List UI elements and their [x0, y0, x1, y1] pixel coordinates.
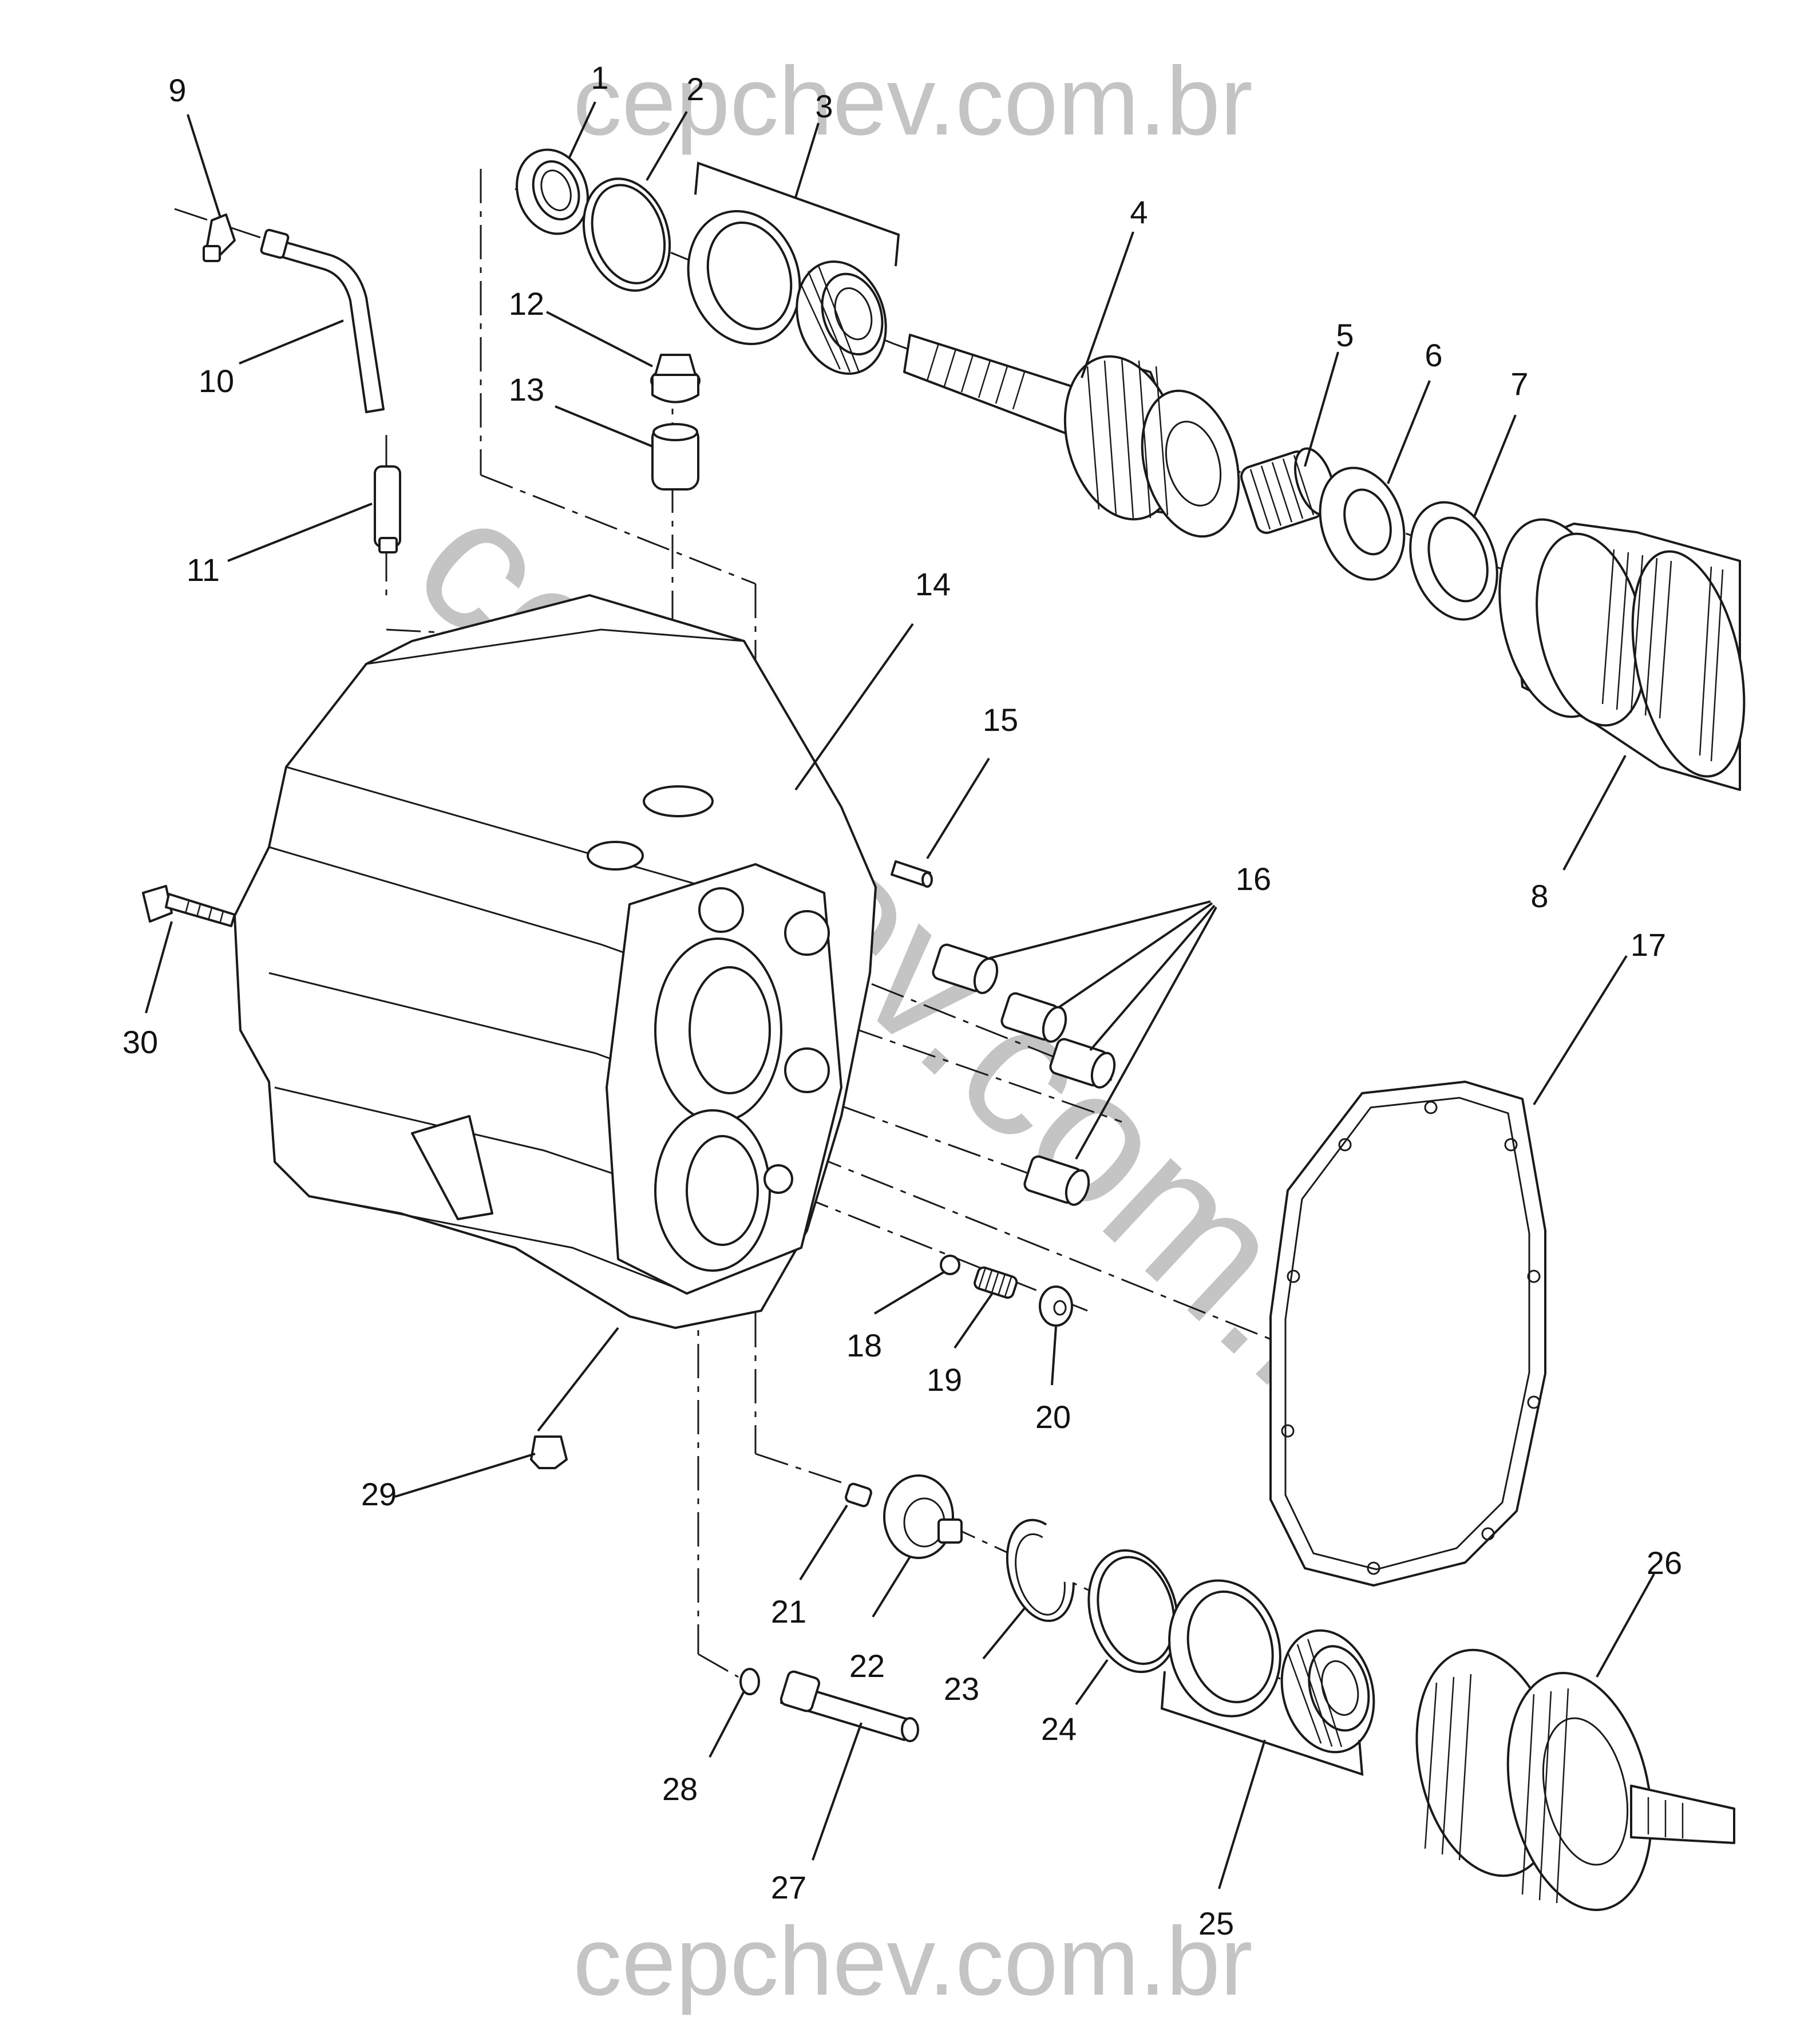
callout-8: 8 [1530, 878, 1548, 914]
part-22-shift-component [883, 1474, 963, 1559]
callout-27: 27 [771, 1869, 806, 1905]
part-23-retaining-ring [1006, 1518, 1075, 1622]
callout-7: 7 [1510, 366, 1528, 402]
callout-2: 2 [686, 71, 704, 107]
callout-16: 16 [1236, 861, 1271, 897]
part-15-pin [891, 860, 933, 888]
part-12-plug [650, 354, 701, 404]
callout-12: 12 [509, 286, 544, 322]
callout-25: 25 [1198, 1905, 1234, 1941]
part-2-snap-ring [582, 177, 671, 292]
callout-3: 3 [815, 88, 833, 124]
part-29-drain-plug [530, 1435, 568, 1469]
callout-9: 9 [168, 72, 186, 108]
callout-24: 24 [1041, 1711, 1077, 1747]
part-3-bearing [687, 209, 887, 375]
part-8-mainshaft-assembly [1498, 518, 1746, 791]
callout-22: 22 [849, 1648, 885, 1684]
part-30-bolt [142, 885, 236, 927]
watermark-bottom: cepchev.com.br [573, 1907, 1252, 2016]
callout-labels: 1 2 3 4 5 6 7 8 9 10 11 12 13 14 15 16 1… [122, 60, 1682, 1941]
part-27-shaft [780, 1670, 919, 1742]
part-6-thrust-washer [1319, 466, 1406, 581]
callout-30: 30 [122, 1024, 158, 1060]
part-11-breather [374, 465, 401, 553]
callout-4: 4 [1130, 194, 1148, 230]
part-21-pin [845, 1482, 872, 1508]
callout-1: 1 [591, 60, 608, 96]
callout-21: 21 [771, 1593, 806, 1629]
part-10-tube [260, 228, 385, 413]
part-24-snap-ring [1087, 1549, 1179, 1674]
callout-13: 13 [509, 371, 544, 408]
callout-20: 20 [1035, 1399, 1071, 1435]
callout-5: 5 [1336, 317, 1354, 353]
callout-10: 10 [199, 363, 234, 399]
callout-11: 11 [187, 552, 220, 588]
callout-15: 15 [983, 702, 1018, 738]
part-18-ball [940, 1255, 960, 1275]
part-13-sleeve [651, 423, 699, 491]
part-16-roller-bearings [932, 943, 1116, 1206]
watermark-top: cepchev.com.br [573, 47, 1252, 156]
part-4-input-shaft [903, 334, 1240, 538]
callout-17: 17 [1631, 927, 1666, 963]
callout-18: 18 [846, 1327, 882, 1363]
part-26-countershaft [1415, 1648, 1735, 1911]
part-14-housing [234, 594, 877, 1329]
callout-28: 28 [662, 1771, 698, 1807]
leader-lines [145, 101, 1655, 1889]
callout-26: 26 [1647, 1545, 1682, 1581]
part-19-spring [974, 1266, 1018, 1299]
callout-23: 23 [944, 1671, 979, 1707]
callout-19: 19 [927, 1362, 962, 1398]
callout-6: 6 [1425, 337, 1442, 373]
callout-29: 29 [361, 1476, 397, 1512]
part-20-plug [1039, 1286, 1073, 1327]
part-7-washer [1409, 501, 1498, 621]
callout-14: 14 [915, 566, 951, 602]
part-17-gasket [1269, 1081, 1546, 1587]
part-25-bearing [1168, 1579, 1375, 1754]
part-9-fitting [203, 213, 236, 262]
part-1-seal [516, 148, 589, 235]
part-28-o-ring [739, 1668, 760, 1695]
